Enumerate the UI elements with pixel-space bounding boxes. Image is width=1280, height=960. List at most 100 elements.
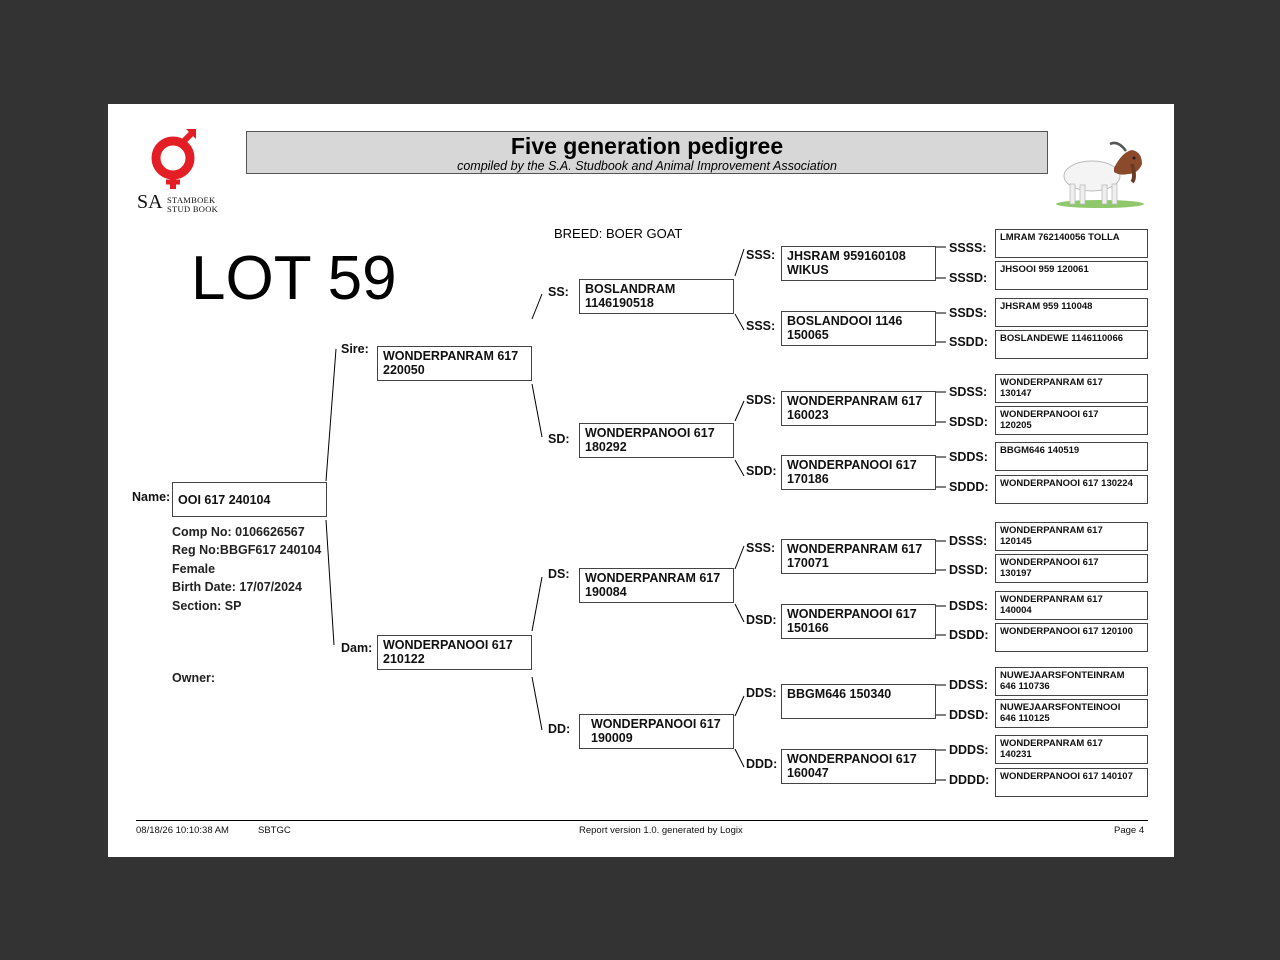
sire-number: 220050: [383, 363, 425, 377]
dss-box: WONDERPANRAM 617 170071: [781, 539, 936, 574]
ssdd-name: BOSLANDEWE 1146110066: [1000, 333, 1124, 344]
sdd-box: WONDERPANOOI 617 170186: [781, 455, 936, 490]
footer-page-number: Page 4: [1114, 825, 1145, 836]
sds-number: 160023: [787, 408, 829, 422]
ss-box: BOSLANDRAM 1146190518: [579, 279, 734, 314]
sss-name: JHSRAM 959160108: [787, 249, 906, 263]
sd-name: WONDERPANOOI 617: [585, 426, 715, 440]
ssds-name: JHSRAM 959 110048: [1000, 301, 1093, 312]
dddd-box: WONDERPANOOI 617 140107: [995, 768, 1148, 797]
sd-label: SD:: [548, 432, 570, 446]
dsds-name: WONDERPANRAM 617: [1000, 594, 1103, 605]
dsss-box: WONDERPANRAM 617 120145: [995, 522, 1148, 551]
dss-name: WONDERPANRAM 617: [787, 542, 923, 556]
sd-box: WONDERPANOOI 617 180292: [579, 423, 734, 458]
dam-number: 210122: [383, 652, 425, 666]
ssd-name: BOSLANDOOI 1146: [787, 314, 903, 328]
ddds-box: WONDERPANRAM 617 140231: [995, 735, 1148, 764]
sss-box: JHSRAM 959160108 WIKUS: [781, 246, 936, 281]
boer-goat-illustration: [1056, 141, 1144, 208]
sdd-name: WONDERPANOOI 617: [787, 458, 917, 472]
sdss-name: WONDERPANRAM 617: [1000, 377, 1103, 388]
sdd-number: 170186: [787, 472, 829, 486]
footer-timestamp: 08/18/26 10:10:38 AM: [136, 825, 229, 836]
sdsd-name: WONDERPANOOI 617: [1000, 409, 1099, 420]
sssd-box: JHSOOI 959 120061: [995, 261, 1148, 290]
footer-rule: [136, 820, 1148, 821]
dsss-number: 120145: [1000, 536, 1032, 547]
ssdd-label: SSDD:: [949, 335, 988, 349]
logo-studbook-text: STUD BOOK: [167, 204, 219, 214]
dds-box: BBGM646 150340: [781, 684, 936, 719]
dsds-label: DSDS:: [949, 599, 988, 613]
sdsd-number: 120205: [1000, 420, 1032, 431]
ddss-label: DDSS:: [949, 678, 988, 692]
sdsd-box: WONDERPANOOI 617 120205: [995, 406, 1148, 435]
sa-studbook-logo: SA STAMBOEK STUD BOOK: [136, 128, 226, 214]
report-header: Five generation pedigree compiled by the…: [246, 131, 1048, 174]
ddds-name: WONDERPANRAM 617: [1000, 738, 1103, 749]
dd-label: DD:: [548, 722, 571, 736]
dssd-name: WONDERPANOOI 617: [1000, 557, 1099, 568]
ssss-box: LMRAM 762140056 TOLLA: [995, 229, 1148, 258]
subject-animal-box: OOI 617 240104: [172, 482, 327, 517]
report-title: Five generation pedigree: [510, 133, 784, 159]
ds-number: 190084: [585, 585, 627, 599]
dssd-box: WONDERPANOOI 617 130197: [995, 554, 1148, 583]
dddd-label: DDDD:: [949, 773, 990, 787]
ddss-number: 646 110736: [1000, 681, 1050, 692]
dsdd-name: WONDERPANOOI 617 120100: [1000, 626, 1133, 637]
breed-label: BREED: BOER GOAT: [554, 226, 683, 241]
ddsd-name: NUWEJAARSFONTEINOOI: [1000, 702, 1121, 713]
sdss-number: 130147: [1000, 388, 1032, 399]
ssds-label: SSDS:: [949, 306, 988, 320]
ddds-number: 140231: [1000, 749, 1032, 760]
sex: Female: [172, 562, 216, 576]
ssd-box: BOSLANDOOI 1146 150065: [781, 311, 936, 346]
ddss-name: NUWEJAARSFONTEINRAM: [1000, 670, 1125, 681]
subject-animal-name: OOI 617 240104: [178, 493, 271, 507]
sds-label: SDS:: [746, 393, 776, 407]
ddsd-number: 646 110125: [1000, 713, 1050, 724]
ss-name: BOSLANDRAM: [585, 282, 676, 296]
ddd-label: DDD:: [746, 757, 778, 771]
sds-box: WONDERPANRAM 617 160023: [781, 391, 936, 426]
ssss-label: SSSS:: [949, 241, 987, 255]
dam-label: Dam:: [341, 641, 373, 655]
sss-label: SSS:: [746, 248, 776, 262]
dsdd-label: DSDD:: [949, 628, 989, 642]
section: Section: SP: [172, 599, 242, 613]
logo-sa-text: SA: [137, 191, 163, 213]
dds-label: DDS:: [746, 686, 777, 700]
sdd-label: SDD:: [746, 464, 777, 478]
dsdd-box: WONDERPANOOI 617 120100: [995, 623, 1148, 652]
dsd-label: DSD:: [746, 613, 777, 627]
name-label: Name:: [132, 490, 171, 504]
birth-date: Birth Date: 17/07/2024: [172, 580, 302, 594]
sss-number: WIKUS: [787, 263, 829, 277]
ss-label: SS:: [548, 285, 569, 299]
owner-label: Owner:: [172, 671, 216, 685]
dddd-name: WONDERPANOOI 617 140107: [1000, 771, 1133, 782]
sdss-label: SDSS:: [949, 385, 988, 399]
reg-number: Reg No:BBGF617 240104: [172, 543, 322, 557]
ds-label: DS:: [548, 567, 570, 581]
lot-number: LOT 59: [191, 244, 397, 313]
dsd-box: WONDERPANOOI 617 150166: [781, 604, 936, 639]
ssd-label: SSS:: [746, 319, 776, 333]
sire-box: WONDERPANRAM 617 220050: [377, 346, 532, 381]
ddss-box: NUWEJAARSFONTEINRAM 646 110736: [995, 667, 1148, 696]
dsds-number: 140004: [1000, 605, 1032, 616]
ds-name: WONDERPANRAM 617: [585, 571, 721, 585]
dds-name: BBGM646 150340: [787, 687, 892, 701]
ddd-box: WONDERPANOOI 617 160047: [781, 749, 936, 784]
sdds-box: BBGM646 140519: [995, 442, 1148, 471]
logo-stamboek-text: STAMBOEK: [167, 195, 216, 205]
footer-report-version: Report version 1.0. generated by Logix: [579, 825, 743, 836]
ssds-box: JHSRAM 959 110048: [995, 298, 1148, 327]
dd-number: 190009: [591, 731, 633, 745]
sddd-box: WONDERPANOOI 617 130224: [995, 475, 1148, 504]
ddd-name: WONDERPANOOI 617: [787, 752, 917, 766]
ssdd-box: BOSLANDEWE 1146110066: [995, 330, 1148, 359]
footer-code: SBTGC: [258, 825, 291, 836]
